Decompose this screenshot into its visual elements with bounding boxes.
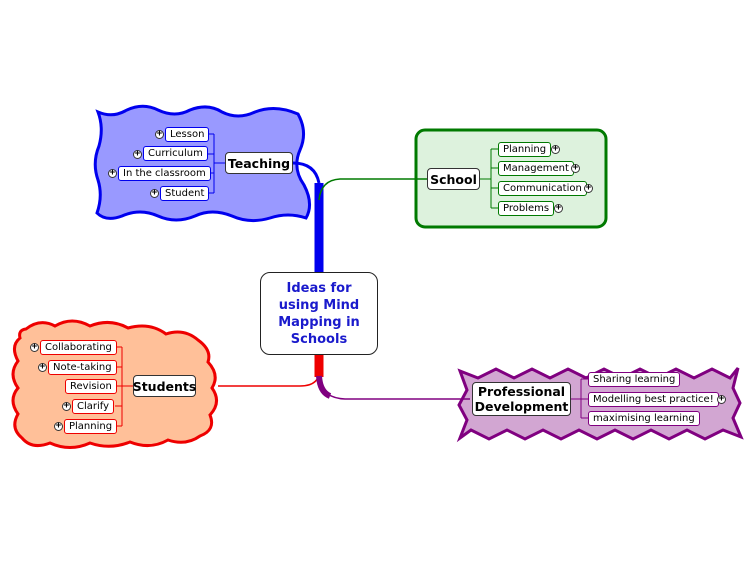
expand-icon[interactable]: +: [155, 129, 164, 139]
expand-icon[interactable]: +: [551, 144, 560, 154]
students-item-note-taking[interactable]: Note-taking: [48, 360, 117, 375]
teaching-item-curriculum[interactable]: Curriculum: [143, 146, 208, 161]
professional-item-maximising-learning[interactable]: maximising learning: [588, 411, 700, 426]
students-topic[interactable]: Students: [133, 375, 196, 397]
students-item-clarify[interactable]: Clarify: [72, 399, 115, 414]
expand-icon[interactable]: +: [30, 342, 39, 352]
expand-icon[interactable]: +: [62, 401, 71, 411]
teaching-topic[interactable]: Teaching: [225, 152, 293, 174]
school-sub-connectors: [480, 148, 498, 209]
students-item-revision[interactable]: Revision: [65, 379, 117, 394]
teaching-item-lesson[interactable]: Lesson: [165, 127, 210, 142]
school-topic[interactable]: School: [427, 168, 480, 190]
school-item-problems[interactable]: Problems: [498, 201, 555, 216]
professional-item-modelling-best-practice[interactable]: Modelling best practice!: [588, 392, 719, 407]
professional-trunk-thick: [316, 375, 332, 399]
expand-icon[interactable]: +: [571, 163, 580, 173]
students-item-collaborating[interactable]: Collaborating: [40, 340, 117, 355]
professional-sub-connectors: [571, 378, 588, 419]
expand-icon[interactable]: +: [584, 183, 593, 193]
students-trunk: [218, 355, 320, 387]
central-topic[interactable]: Ideas for using Mind Mapping in Schools: [260, 272, 378, 355]
professional-development-topic[interactable]: Professional Development: [472, 382, 571, 416]
school-trunk: [318, 178, 427, 201]
expand-icon[interactable]: +: [150, 188, 159, 198]
school-item-management[interactable]: Management: [498, 161, 574, 176]
professional-item-sharing-learning[interactable]: Sharing learning: [588, 372, 681, 387]
expand-icon[interactable]: +: [133, 149, 142, 159]
expand-icon[interactable]: +: [717, 394, 726, 404]
teaching-item-in-the-classroom[interactable]: In the classroom: [118, 166, 211, 181]
school-item-communication[interactable]: Communication: [498, 181, 587, 196]
school-item-planning[interactable]: Planning: [498, 142, 552, 157]
teaching-connector: [292, 161, 321, 184]
expand-icon[interactable]: +: [54, 421, 63, 431]
expand-icon[interactable]: +: [38, 362, 47, 372]
professional-trunk: [318, 376, 470, 400]
teaching-item-student[interactable]: Student: [160, 186, 210, 201]
students-item-planning[interactable]: Planning: [64, 419, 118, 434]
expand-icon[interactable]: +: [554, 203, 563, 213]
teaching-boundary: [93, 104, 311, 223]
expand-icon[interactable]: +: [108, 168, 117, 178]
